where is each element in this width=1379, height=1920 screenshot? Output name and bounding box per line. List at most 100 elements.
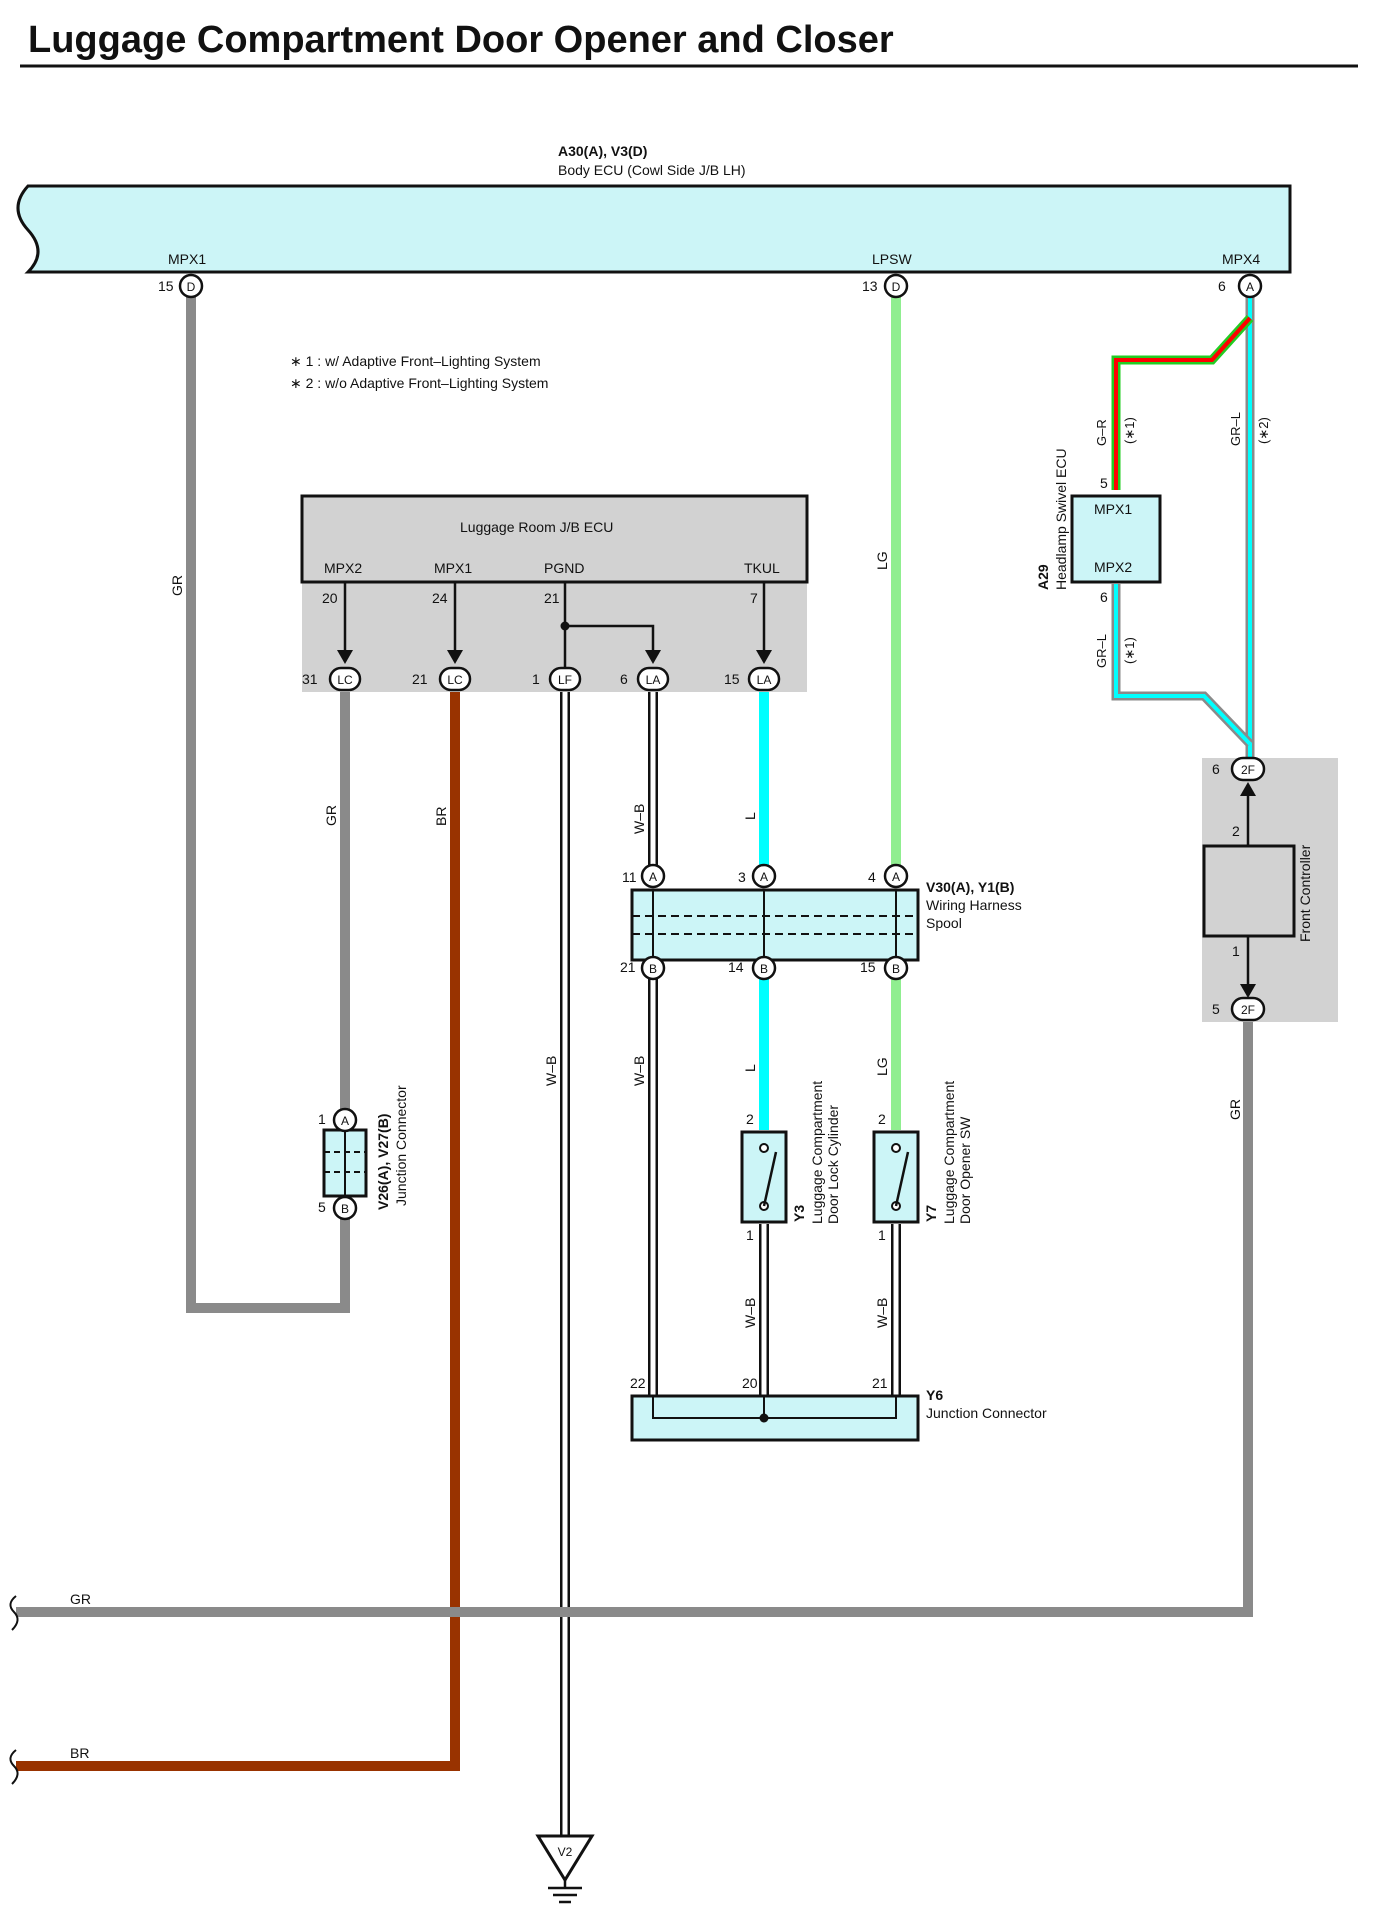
svg-text:2F: 2F xyxy=(1241,1003,1255,1017)
svg-text:B: B xyxy=(341,1202,349,1216)
svg-text:LF: LF xyxy=(558,673,572,687)
svg-text:6: 6 xyxy=(620,671,628,687)
body-ecu-id: A30(A), V3(D) xyxy=(558,143,647,159)
lbl-wb-5: W–B xyxy=(874,1298,890,1328)
svg-text:D: D xyxy=(187,280,196,294)
svg-text:3: 3 xyxy=(738,869,746,885)
svg-text:1: 1 xyxy=(318,1111,326,1127)
note-1: ∗ 1 : w/ Adaptive Front–Lighting System xyxy=(290,353,541,369)
lr-ecu-term-tkul: TKUL xyxy=(744,560,780,576)
body-ecu-term-mpx4: MPX4 xyxy=(1222,251,1260,267)
svg-text:Front Controller: Front Controller xyxy=(1297,844,1313,942)
svg-text:1: 1 xyxy=(532,671,540,687)
lr-ecu-term-pgnd: PGND xyxy=(544,560,584,576)
svg-text:Y6: Y6 xyxy=(926,1387,943,1403)
lr-ecu-term-mpx2: MPX2 xyxy=(324,560,362,576)
svg-text:21: 21 xyxy=(872,1375,888,1391)
svg-text:Wiring Harness: Wiring Harness xyxy=(926,897,1022,913)
svg-text:A29: A29 xyxy=(1035,564,1051,590)
wire-gr-l-hl xyxy=(1111,584,1254,748)
lbl-gr-1: GR xyxy=(169,575,185,596)
svg-text:1: 1 xyxy=(1232,943,1240,959)
svg-text:15: 15 xyxy=(158,278,174,294)
svg-text:6: 6 xyxy=(1212,761,1220,777)
lbl-gr-bus: GR xyxy=(70,1591,91,1607)
svg-text:5: 5 xyxy=(1212,1001,1220,1017)
svg-text:MPX2: MPX2 xyxy=(1094,559,1132,575)
svg-text:22: 22 xyxy=(630,1375,646,1391)
lbl-gr-l-2: GR–L xyxy=(1094,634,1109,668)
lbl-gr-l-1: GR–L xyxy=(1228,412,1243,446)
lbl-l-2: L xyxy=(742,1064,758,1072)
body-ecu-pin-mpx1: 15 D xyxy=(158,273,204,299)
y3-door-lock-cylinder: 2 1 Y3 Luggage Compartment Door Lock Cyl… xyxy=(740,1081,841,1243)
svg-text:A: A xyxy=(1246,280,1254,294)
svg-text:21: 21 xyxy=(620,959,636,975)
svg-text:Door Lock Cylinder: Door Lock Cylinder xyxy=(825,1105,841,1224)
lr-ecu-conn-lf1: 1 LF xyxy=(532,666,582,692)
svg-text:1: 1 xyxy=(746,1227,754,1243)
svg-text:Door Opener SW: Door Opener SW xyxy=(957,1116,973,1224)
svg-text:1: 1 xyxy=(878,1227,886,1243)
svg-text:LA: LA xyxy=(757,673,772,687)
svg-text:13: 13 xyxy=(862,278,878,294)
svg-text:LC: LC xyxy=(447,673,463,687)
wiring-harness-spool: V30(A), Y1(B) Wiring Harness Spool xyxy=(630,879,1022,962)
body-ecu-pin-mpx4: 6 A xyxy=(1218,273,1263,299)
lr-ecu-conn-lc21: 21 LC xyxy=(412,666,472,692)
svg-text:Luggage Compartment: Luggage Compartment xyxy=(809,1081,825,1224)
lbl-lg-1: LG xyxy=(874,551,890,570)
body-ecu-term-lpsw: LPSW xyxy=(872,251,912,267)
svg-text:6: 6 xyxy=(1100,589,1108,605)
spool-bottom-pins: 21 B 14 B 15 B xyxy=(620,955,909,981)
lbl-star1-a: (∗1) xyxy=(1122,417,1137,444)
wire-br xyxy=(16,690,460,1771)
lbl-gr-3: GR xyxy=(1227,1099,1243,1120)
body-ecu: A30(A), V3(D) Body ECU (Cowl Side J/B LH… xyxy=(16,143,1292,274)
svg-text:A: A xyxy=(649,870,657,884)
svg-text:Junction Connector: Junction Connector xyxy=(393,1085,409,1206)
y7-door-opener-sw: 2 1 Y7 Luggage Compartment Door Opener S… xyxy=(872,1081,973,1243)
svg-text:5: 5 xyxy=(1100,475,1108,491)
lr-ecu-conn-lc31: 31 LC xyxy=(302,666,362,692)
lbl-wb-3: W–B xyxy=(631,1056,647,1086)
spool-top-pins: 11 A 3 A 4 A xyxy=(622,863,909,889)
lr-ecu-conn-la6: 6 LA xyxy=(620,666,670,692)
svg-text:31: 31 xyxy=(302,671,318,687)
lr-ecu-pin-7: 7 xyxy=(750,590,758,606)
body-ecu-name: Body ECU (Cowl Side J/B LH) xyxy=(558,162,746,178)
lbl-gr-2: GR xyxy=(323,805,339,826)
svg-text:15: 15 xyxy=(724,671,740,687)
y6-junction-connector: 22 20 21 Y6 Junction Connector xyxy=(630,1375,1047,1442)
svg-text:V26(A), V27(B): V26(A), V27(B) xyxy=(375,1114,391,1210)
svg-text:D: D xyxy=(892,280,901,294)
svg-text:2: 2 xyxy=(878,1111,886,1127)
wire-wb-switches xyxy=(759,1224,901,1396)
svg-text:V2: V2 xyxy=(558,1845,573,1859)
front-controller: 2 1 Front Controller 6 2F 5 2F xyxy=(1202,756,1338,1022)
svg-text:Y3: Y3 xyxy=(791,1205,807,1222)
svg-text:20: 20 xyxy=(742,1375,758,1391)
svg-text:2F: 2F xyxy=(1241,763,1255,777)
svg-text:2: 2 xyxy=(1232,823,1240,839)
lr-ecu-conn-la15: 15 LA xyxy=(724,666,781,692)
svg-text:Headlamp Swivel ECU: Headlamp Swivel ECU xyxy=(1053,448,1069,590)
break-mark-br xyxy=(9,1749,19,1785)
page-title: Luggage Compartment Door Opener and Clos… xyxy=(28,19,894,61)
lbl-star2: (∗2) xyxy=(1256,417,1271,444)
svg-text:6: 6 xyxy=(1218,278,1226,294)
lbl-lg-2: LG xyxy=(874,1057,890,1076)
svg-text:LA: LA xyxy=(646,673,661,687)
ground-v2: V2 xyxy=(535,1834,595,1904)
headlamp-swivel-ecu: MPX1 MPX2 5 6 A29 Headlamp Swivel ECU xyxy=(1035,448,1162,605)
svg-text:A: A xyxy=(892,870,900,884)
lbl-wb-2: W–B xyxy=(631,804,647,834)
wire-gr-bus xyxy=(16,1022,1253,1617)
svg-text:14: 14 xyxy=(728,959,744,975)
svg-text:A: A xyxy=(341,1114,349,1128)
svg-text:Spool: Spool xyxy=(926,915,962,931)
lr-ecu: Luggage Room J/B ECU MPX2 MPX1 PGND TKUL… xyxy=(300,494,809,692)
lr-ecu-name: Luggage Room J/B ECU xyxy=(460,519,613,535)
svg-text:A: A xyxy=(760,870,768,884)
